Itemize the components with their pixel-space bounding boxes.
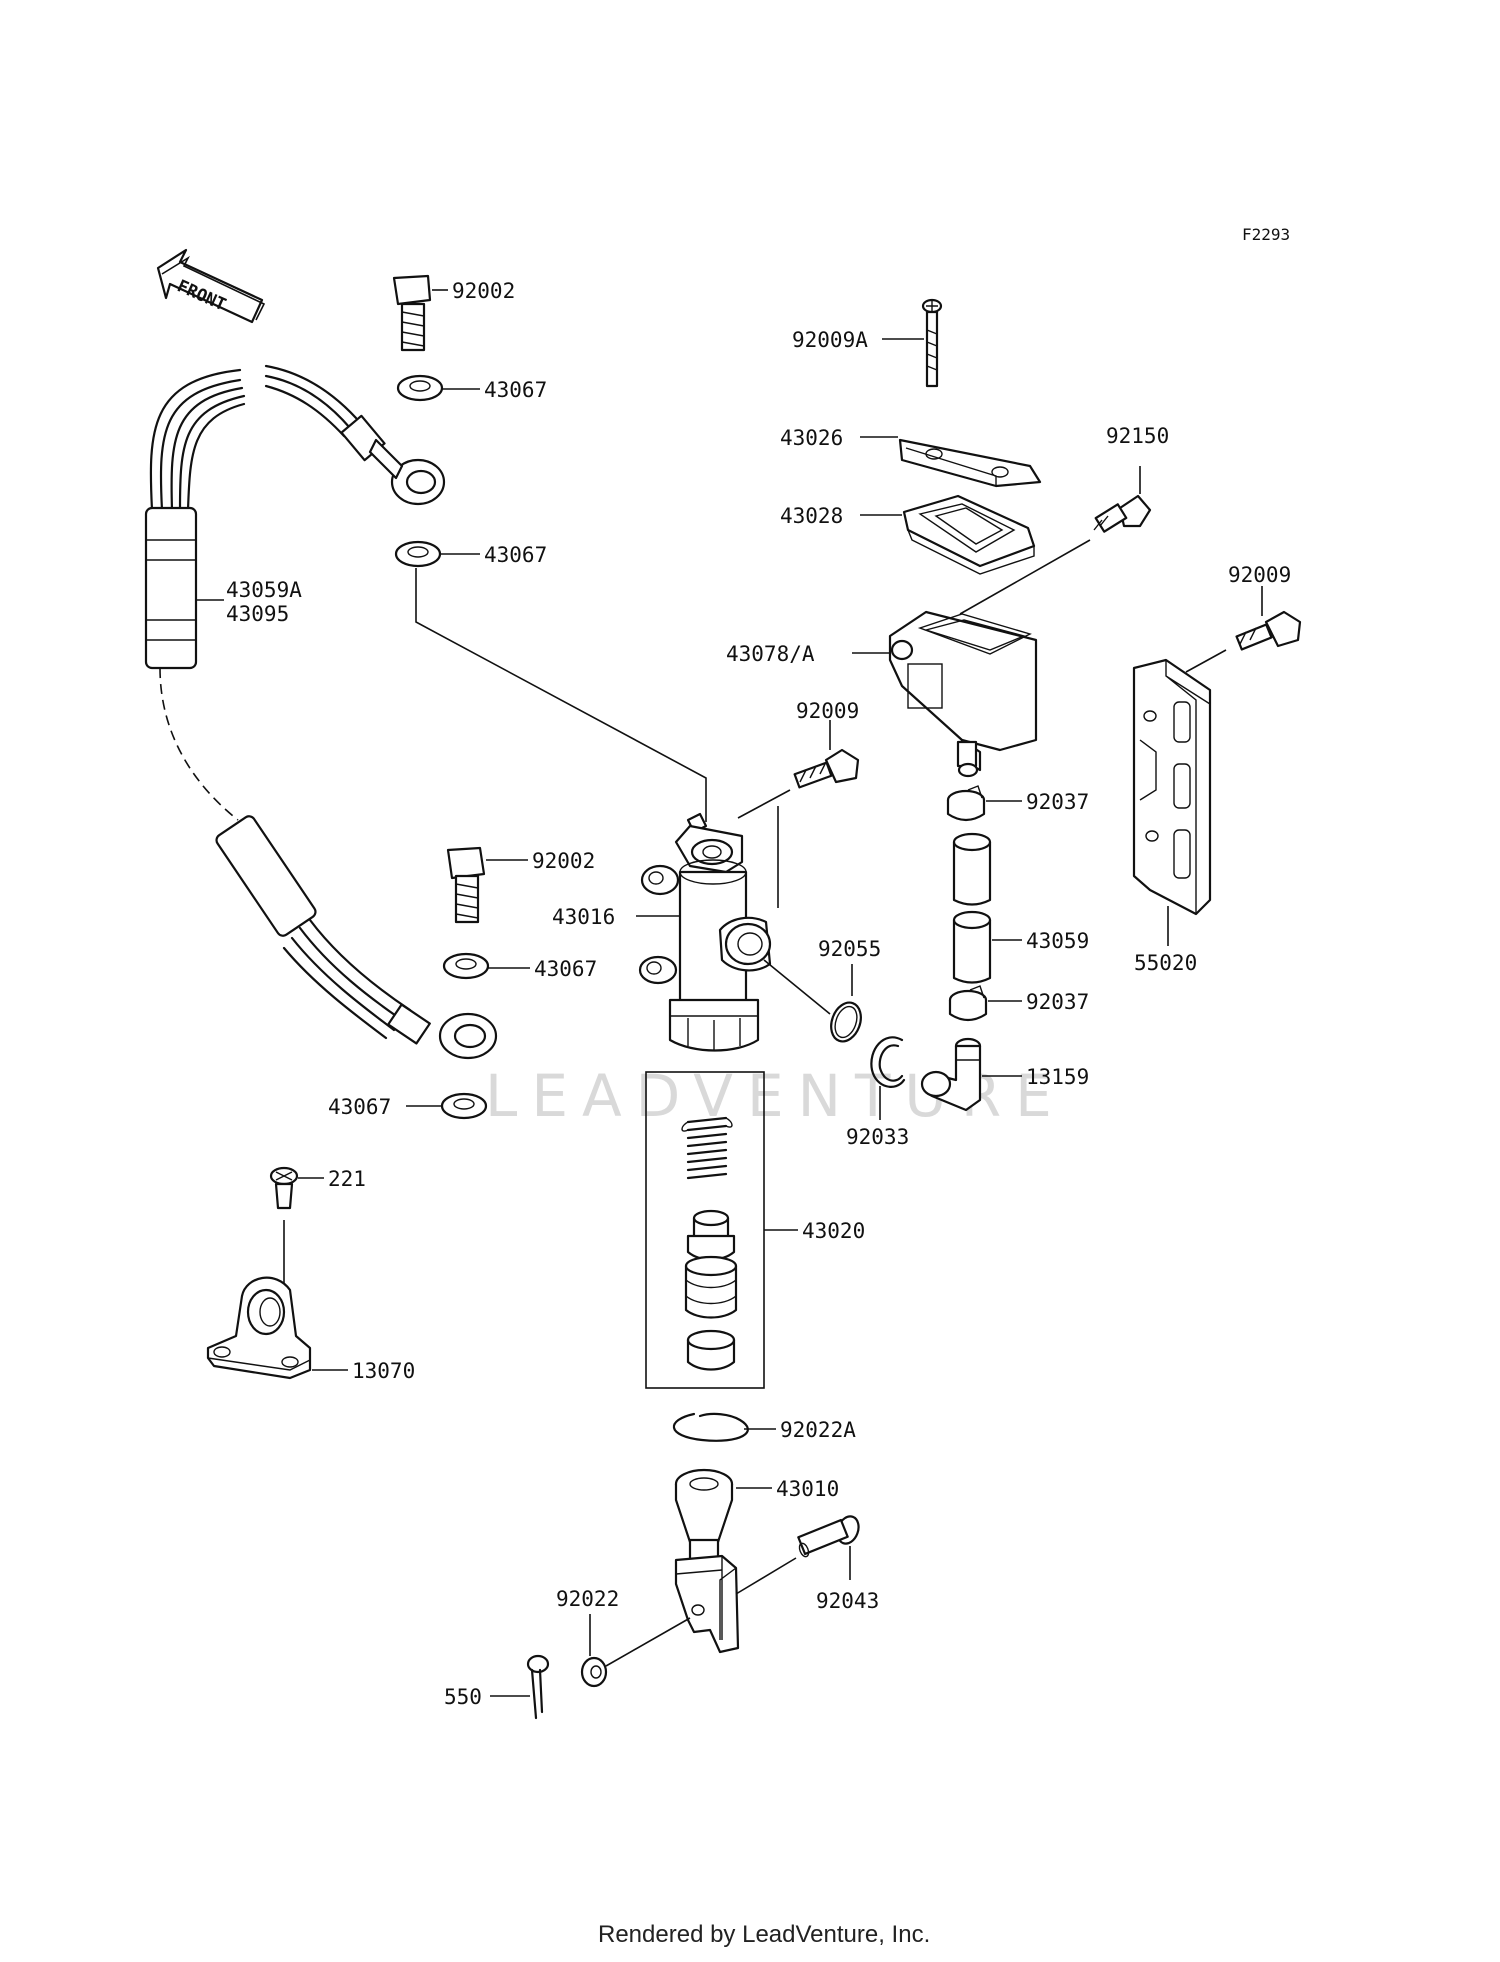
- washer-43067-third: [442, 952, 490, 980]
- label-92037-bot: 92037: [1026, 990, 1089, 1014]
- label-92037-top: 92037: [1026, 790, 1089, 814]
- label-92009a: 92009A: [792, 328, 868, 352]
- washer-43067-second: [394, 540, 442, 568]
- label-92055: 92055: [818, 937, 881, 961]
- screw-221: [269, 1166, 299, 1210]
- washer-92022: [580, 1656, 608, 1688]
- label-221: 221: [328, 1167, 366, 1191]
- banjo-bolt-mid: [446, 846, 486, 924]
- reservoir-diaphragm: [902, 494, 1036, 575]
- banjo-bolt-top: [392, 274, 432, 352]
- washer-43067-fourth: [440, 1092, 488, 1120]
- clamp-92037-bottom: [948, 985, 988, 1022]
- piston-kit-piston: [684, 1255, 738, 1319]
- label-92033: 92033: [846, 1125, 909, 1149]
- heat-guard: [1132, 658, 1212, 916]
- footer-credit: Rendered by LeadVenture, Inc.: [598, 1921, 930, 1948]
- master-cylinder-body: [638, 812, 772, 1052]
- circlip-92022a: [672, 1412, 749, 1442]
- figure-code: F2293: [1242, 225, 1290, 244]
- label-43020: 43020: [802, 1219, 865, 1243]
- clamp-92037-top: [946, 785, 986, 822]
- o-ring-92055: [830, 1001, 862, 1043]
- reservoir-cap: [898, 438, 1042, 488]
- bolt-92009-right: [1235, 610, 1302, 651]
- label-43010: 43010: [776, 1477, 839, 1501]
- elbow-fitting-13159: [920, 1037, 982, 1112]
- label-43016: 43016: [552, 905, 615, 929]
- piston-kit-spring: [681, 1116, 733, 1180]
- brake-hose: [144, 364, 498, 1060]
- label-13159: 13159: [1026, 1065, 1089, 1089]
- piston-kit-cup: [686, 1209, 736, 1261]
- label-43059a: 43059A: [226, 578, 302, 602]
- mounting-bracket-13070: [206, 1276, 312, 1380]
- label-43078a: 43078/A: [726, 642, 815, 666]
- label-43067-d: 43067: [328, 1095, 391, 1119]
- bolt-92150: [1093, 494, 1152, 533]
- label-43067-b: 43067: [484, 543, 547, 567]
- label-55020: 55020: [1134, 951, 1197, 975]
- bolt-92009-mid: [793, 748, 860, 789]
- piston-kit-seal: [686, 1329, 736, 1371]
- label-43028: 43028: [780, 504, 843, 528]
- cotter-pin-550: [526, 1654, 550, 1720]
- label-92009-mid: 92009: [796, 699, 859, 723]
- label-43059: 43059: [1026, 929, 1089, 953]
- front-arrow-icon: FRONT: [156, 248, 266, 324]
- label-92022a: 92022A: [780, 1418, 856, 1442]
- hose-43059: [952, 832, 992, 984]
- label-92043: 92043: [816, 1589, 879, 1613]
- circlip-92033: [870, 1036, 906, 1088]
- screw-92009a: [921, 298, 943, 388]
- label-43026: 43026: [780, 426, 843, 450]
- push-rod-43010: [674, 1468, 740, 1654]
- label-92009-right: 92009: [1228, 563, 1291, 587]
- label-92002-top: 92002: [452, 279, 515, 303]
- label-43067-c: 43067: [534, 957, 597, 981]
- label-13070: 13070: [352, 1359, 415, 1383]
- label-43067-a: 43067: [484, 378, 547, 402]
- reservoir-body: [888, 610, 1038, 778]
- label-92022: 92022: [556, 1587, 619, 1611]
- label-43095: 43095: [226, 602, 289, 626]
- label-92002-mid: 92002: [532, 849, 595, 873]
- label-550: 550: [444, 1685, 482, 1709]
- washer-43067-top: [396, 374, 444, 402]
- label-92150: 92150: [1106, 424, 1169, 448]
- pin-92043: [797, 1515, 860, 1558]
